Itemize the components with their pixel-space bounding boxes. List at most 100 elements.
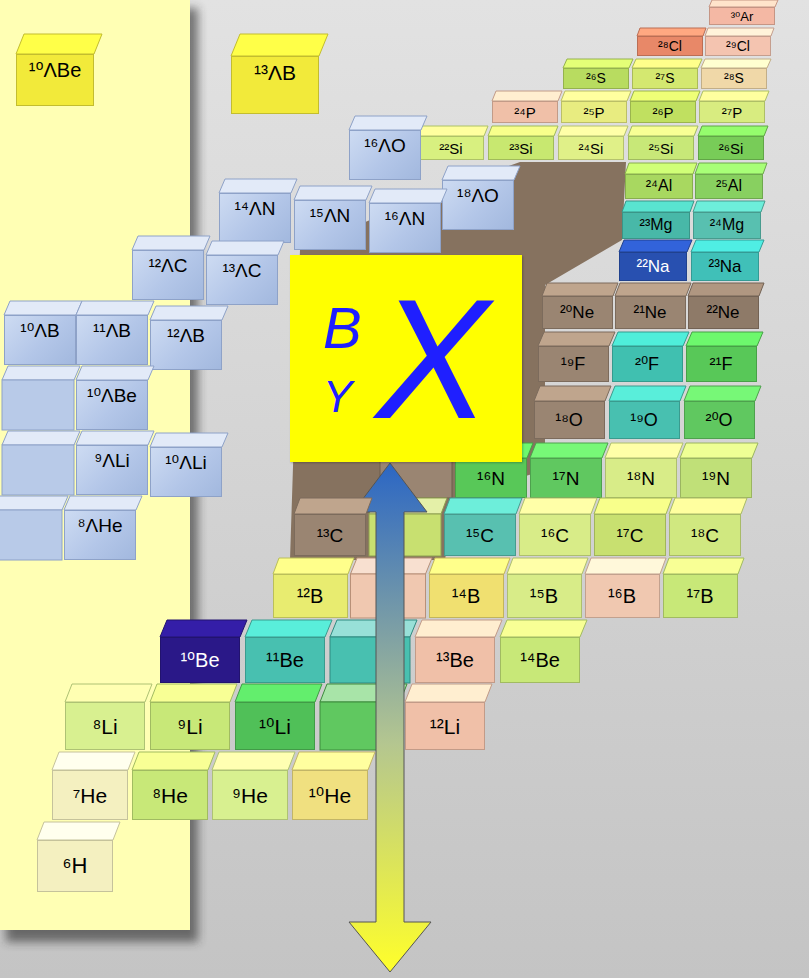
cube-top-face <box>585 558 666 575</box>
cube-top-face <box>686 332 763 346</box>
cube-top-face <box>273 558 354 575</box>
hypernucleus-cube: ¹⁶ΛO <box>349 116 427 180</box>
hypernucleus-cube: ¹³ΛB <box>231 34 328 114</box>
hypernucleus-cube: ¹⁵ΛN <box>294 186 372 250</box>
nuclide-cube: ¹⁸C <box>669 498 747 556</box>
cube-front-face: ²⁵Al <box>695 174 763 199</box>
cube-top-face <box>695 163 767 174</box>
nuclide-symbol: ¹⁹O <box>630 411 658 429</box>
nuclide-symbol: ¹⁶ΛN <box>385 209 426 228</box>
nuclide-symbol: ²⁹Cl <box>726 39 750 53</box>
cube-front-face: ⁹Li <box>150 702 230 750</box>
cube-front-face: ²¹Ne <box>615 296 686 329</box>
cube-top-face <box>418 126 488 136</box>
cube-top-face <box>160 620 247 638</box>
cube-top-face <box>273 558 354 574</box>
cube-front-face: ²⁵Si <box>628 136 694 160</box>
cube-top-face <box>245 620 332 637</box>
cube-top-face <box>625 163 697 174</box>
cube-top-face <box>542 283 618 296</box>
nuclide-cube: ²¹Ne <box>615 283 691 329</box>
cube-top-face <box>594 498 672 514</box>
nuclide-symbol: ⁹He <box>232 785 268 806</box>
cube-top-face <box>669 498 747 515</box>
nuclide-symbol: ¹⁶B <box>608 586 636 606</box>
nuclide-cube: ⁷He <box>52 752 135 820</box>
nuclide-cube: ²⁵Si <box>628 126 698 160</box>
cube-front-face: ¹⁰He <box>292 770 368 820</box>
cube-top-face <box>444 498 522 515</box>
nuclide-cube: ¹⁸O <box>534 386 611 439</box>
cube-front-face: ¹⁶C <box>519 514 591 556</box>
cube-top-face <box>534 386 611 401</box>
cube-top-face <box>563 59 633 68</box>
cube-front-face: ²⁰O <box>684 401 755 439</box>
cube-top-face <box>699 91 769 101</box>
cube-top-face <box>609 386 686 402</box>
nuclide-symbol: ¹³ΛC <box>222 261 261 280</box>
cube-front-face: ¹⁸N <box>605 458 677 498</box>
cube-top-face <box>519 498 597 515</box>
cube-top-face <box>663 558 744 575</box>
nuclide-cube: ²⁶S <box>563 59 633 89</box>
cube-front-face: ¹²ΛC <box>132 250 204 300</box>
cube-front-face: ¹⁹O <box>609 401 680 439</box>
nuclide-symbol: ¹⁰ΛB <box>20 321 59 340</box>
nuclide-cube: ¹⁴Be <box>500 620 587 683</box>
cube-top-face <box>415 620 502 638</box>
cube-top-face <box>701 59 771 68</box>
cube-top-face <box>594 498 672 515</box>
nuclide-symbol: ¹⁰ΛLi <box>165 453 206 472</box>
cube-front-face: ⁶H <box>37 840 113 892</box>
nuclide-cube: ²⁴Mg <box>693 201 765 239</box>
nuclide-symbol: ¹⁶C <box>541 526 569 545</box>
cube-top-face <box>693 201 765 212</box>
nuclide-symbol: ⁸He <box>152 785 188 806</box>
cube-front-face: ¹⁸C <box>669 514 741 556</box>
cube-front-face: ²⁸Cl <box>637 36 703 56</box>
cube-top-face <box>455 443 533 458</box>
nuclide-symbol: ¹⁸N <box>627 469 655 488</box>
nuclide-cube: ¹⁶B <box>585 558 666 618</box>
cube-top-face <box>294 498 372 514</box>
nuclide-symbol: ¹³Be <box>436 650 474 670</box>
cube-top-face <box>65 684 152 703</box>
hypernucleus-cube: ¹⁴ΛN <box>219 179 297 243</box>
hypernucleus-cube: ¹⁰ΛBe <box>76 366 154 430</box>
cube-top-face <box>429 558 510 574</box>
cube-top-face <box>415 620 502 637</box>
nuclide-symbol: ²⁵P <box>583 105 604 120</box>
cube-top-face <box>76 366 154 380</box>
nuclide-symbol: ²⁰F <box>635 355 659 373</box>
nuclide-symbol: ⁷He <box>73 785 107 806</box>
nuclide-cube: ¹⁵C <box>444 498 522 556</box>
cube-front-face: ²⁴Mg <box>693 212 761 239</box>
cube-top-face <box>76 431 154 445</box>
cube-front-face: ²⁴P <box>492 101 558 123</box>
cube-top-face <box>235 684 322 703</box>
cube-front-face: ¹⁶B <box>585 574 660 618</box>
cube-front-face: ¹⁵C <box>444 514 516 556</box>
hypernucleus-cube: ¹⁸ΛO <box>442 166 520 230</box>
cube-top-face <box>294 186 372 201</box>
nuclide-symbol: ¹²Li <box>430 716 460 737</box>
cube-front-face: ²²Si <box>418 136 484 160</box>
nuclide-cube: ¹⁹N <box>680 443 758 498</box>
cube-front-face: ²⁶P <box>630 101 696 123</box>
cube-top-face <box>231 34 328 56</box>
cube-front-face: ¹⁸O <box>534 401 605 439</box>
cube-top-face <box>612 332 689 346</box>
nuclide-cube: ¹²Li <box>405 684 492 750</box>
nuclide-symbol: ²⁸S <box>724 71 744 85</box>
cube-top-face <box>558 126 628 136</box>
cube-front-face: ¹⁹N <box>680 458 752 498</box>
nuclide-symbol: ¹⁰He <box>309 785 351 806</box>
cube-top-face <box>442 166 520 181</box>
cube-front-face: ¹²B <box>273 574 348 618</box>
nuclide-symbol: ⁹Li <box>177 716 202 737</box>
cube-top-face <box>64 496 142 510</box>
cube-front-face: ⁸Li <box>65 702 145 750</box>
cube-top-face <box>684 386 761 401</box>
cube-top-face <box>16 34 102 54</box>
cube-top-face <box>612 332 689 347</box>
